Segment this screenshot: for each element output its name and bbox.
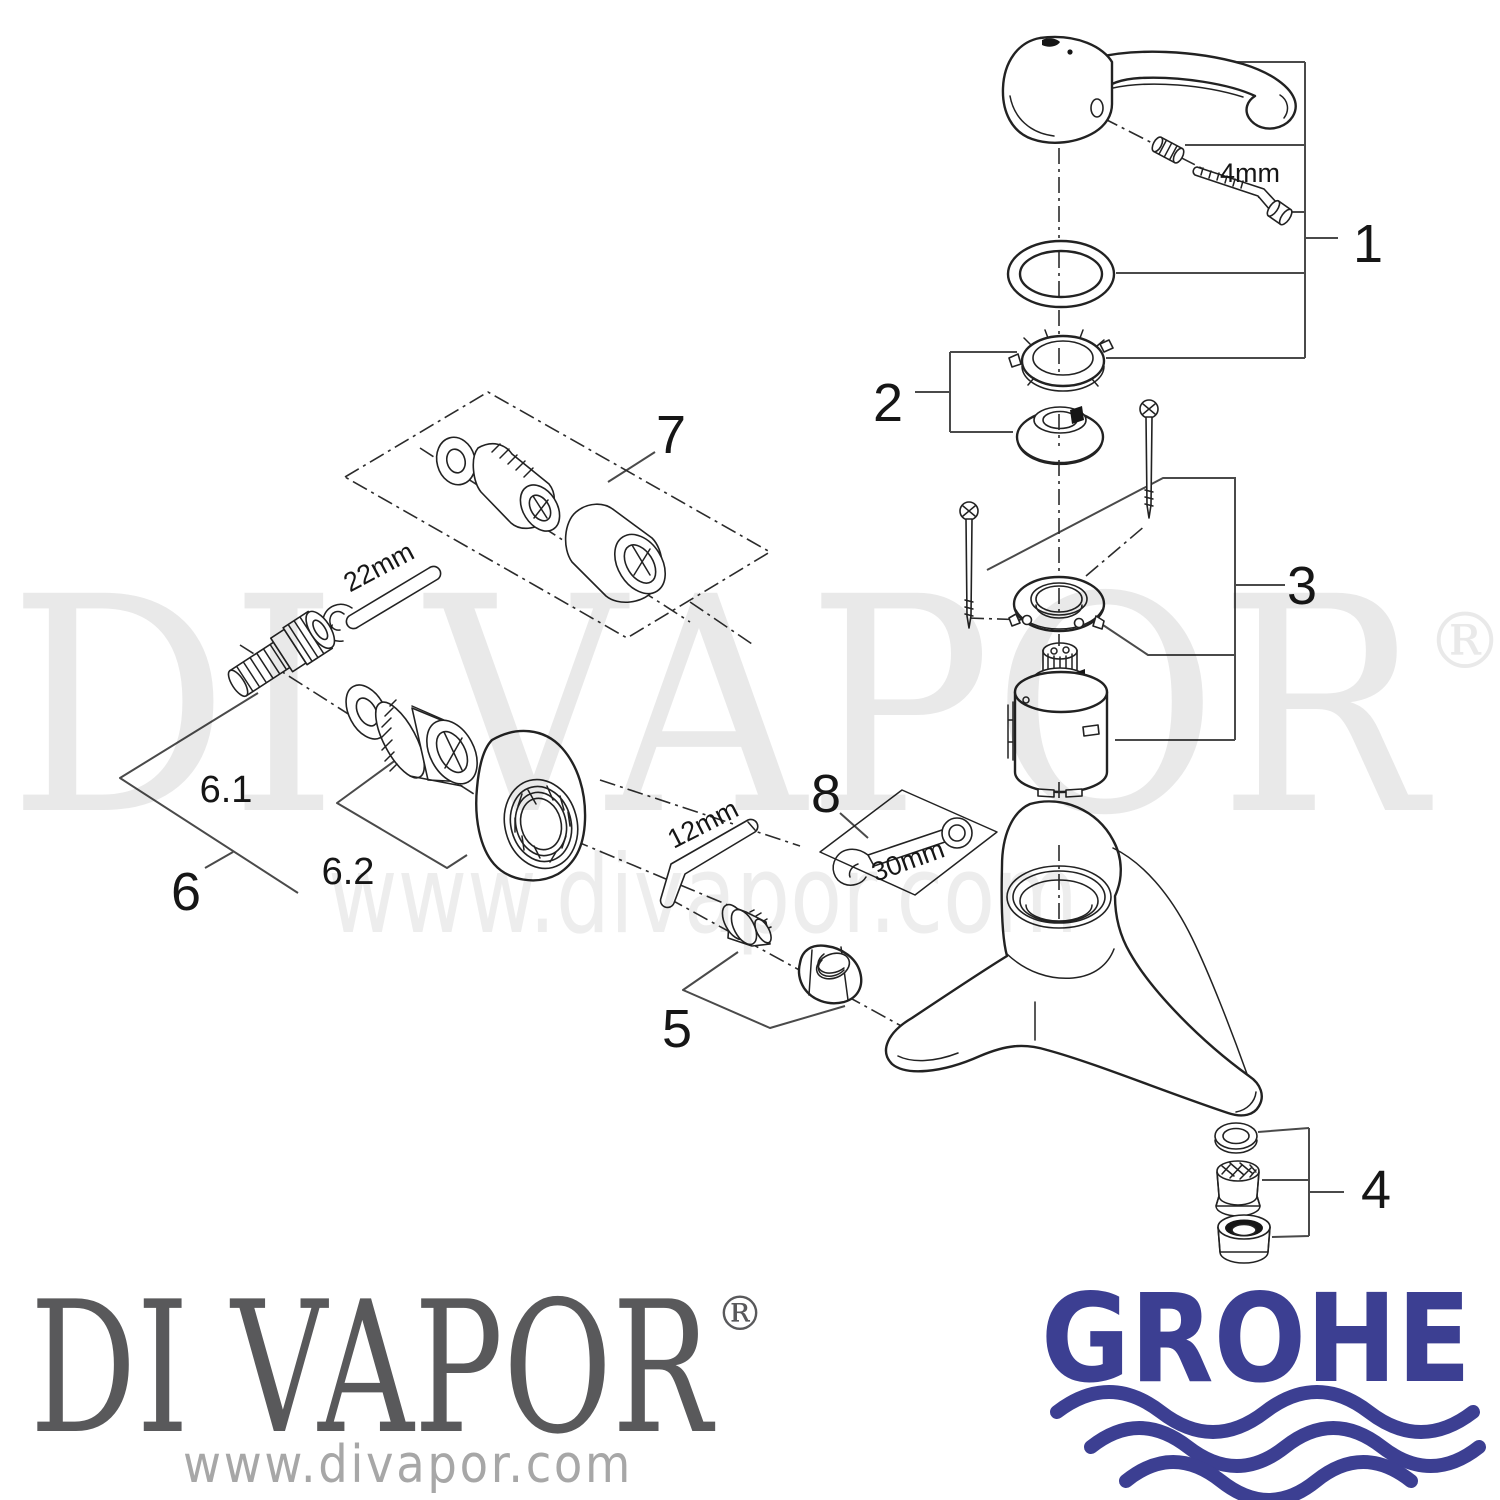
handle-dot [1067, 49, 1073, 55]
leader-brackets [119, 61, 1344, 1238]
wrench-30mm-ring-hole [948, 824, 966, 842]
part5-plug-nut-group: 12mm [659, 794, 863, 1005]
bracket-part2 [915, 351, 1017, 433]
label-part8: 8 [811, 764, 841, 824]
part4-aerator-group [1214, 1122, 1271, 1264]
leader-part7 [607, 451, 656, 483]
hex-key-12mm [659, 818, 759, 909]
part-number-labels: 1 2 3 4 5 6 6.1 6.2 7 8 [171, 214, 1391, 1220]
retaining-ring [1008, 329, 1114, 392]
wrench-30mm-jaw [832, 848, 869, 886]
right-screw-axis [1085, 524, 1147, 577]
bracket-part6 [119, 692, 468, 894]
hex-key-4mm-label: 4mm [1220, 158, 1280, 188]
part7-adapter-small [472, 442, 561, 532]
label-part6-1: 6.1 [200, 769, 253, 811]
fixing-screw-right [1139, 399, 1159, 519]
part6-union-group [227, 610, 587, 882]
grohe-wave-1 [1050, 1385, 1480, 1439]
grohe-logo: GROHE [1041, 1268, 1486, 1500]
plug-nut-axis [667, 897, 906, 1029]
bracket-part1 [1106, 61, 1338, 359]
handle-screw-hole [1090, 98, 1104, 118]
part7-adapter-large [564, 503, 667, 603]
part7-boundary [343, 391, 772, 639]
aerator-insert [1215, 1160, 1261, 1217]
label-part6: 6 [171, 862, 201, 922]
watermark-url: www.divapor.com [328, 833, 1078, 958]
label-part3: 3 [1287, 556, 1317, 616]
watermark-registered-mark: ® [1426, 597, 1500, 687]
fixing-screw-left [959, 501, 979, 629]
watermark-layer: DI VAPOR ® www.divapor.com [8, 534, 1500, 958]
wrench-22mm-handle [345, 565, 442, 630]
part1-handle-group: 4mm [1001, 35, 1297, 309]
aerator-washer [1214, 1122, 1258, 1154]
aerator-housing [1217, 1214, 1271, 1264]
union-nut [797, 944, 863, 1005]
label-part1: 1 [1353, 214, 1383, 274]
label-part5: 5 [662, 999, 692, 1059]
divapor-url-text: www.divapor.com [183, 1435, 633, 1495]
divapor-registered-mark: ® [716, 1286, 764, 1342]
bracket-part4 [1257, 1127, 1344, 1238]
label-part7: 7 [656, 405, 686, 465]
wrench-group-axis [599, 779, 801, 847]
label-part6-2: 6.2 [322, 851, 375, 893]
bearing-ring [1015, 406, 1105, 466]
s-union [227, 610, 336, 698]
label-part2: 2 [873, 373, 903, 433]
label-part4: 4 [1361, 1160, 1391, 1220]
part3-cartridge-group [959, 399, 1159, 798]
part7-adapter-kit [343, 391, 772, 639]
grohe-wave-3 [1119, 1455, 1418, 1500]
screw-cap [1266, 199, 1293, 226]
eccentric-adapter [374, 699, 478, 787]
o-ring [1006, 239, 1116, 309]
grub-screw [1151, 136, 1185, 164]
bracket-part5 [682, 951, 846, 1029]
divapor-logo-text: DI VAPOR [30, 1262, 716, 1474]
divapor-logo: DI VAPOR ® www.divapor.com [30, 1262, 764, 1495]
watermark-brand: DI VAPOR [8, 534, 1434, 881]
grohe-wave-2 [1084, 1421, 1486, 1473]
kit-to-body-axis [689, 601, 756, 647]
handle-cap-hole [1042, 38, 1060, 47]
handle-screw-axis [1102, 117, 1281, 209]
drain-plug [721, 903, 772, 947]
lever-handle [1001, 35, 1297, 144]
part8-boundary [819, 789, 998, 896]
part2-ring-set [1008, 329, 1114, 466]
escutcheon-cone [475, 729, 587, 882]
bracket-part3 [986, 477, 1285, 741]
cartridge [1007, 642, 1109, 798]
